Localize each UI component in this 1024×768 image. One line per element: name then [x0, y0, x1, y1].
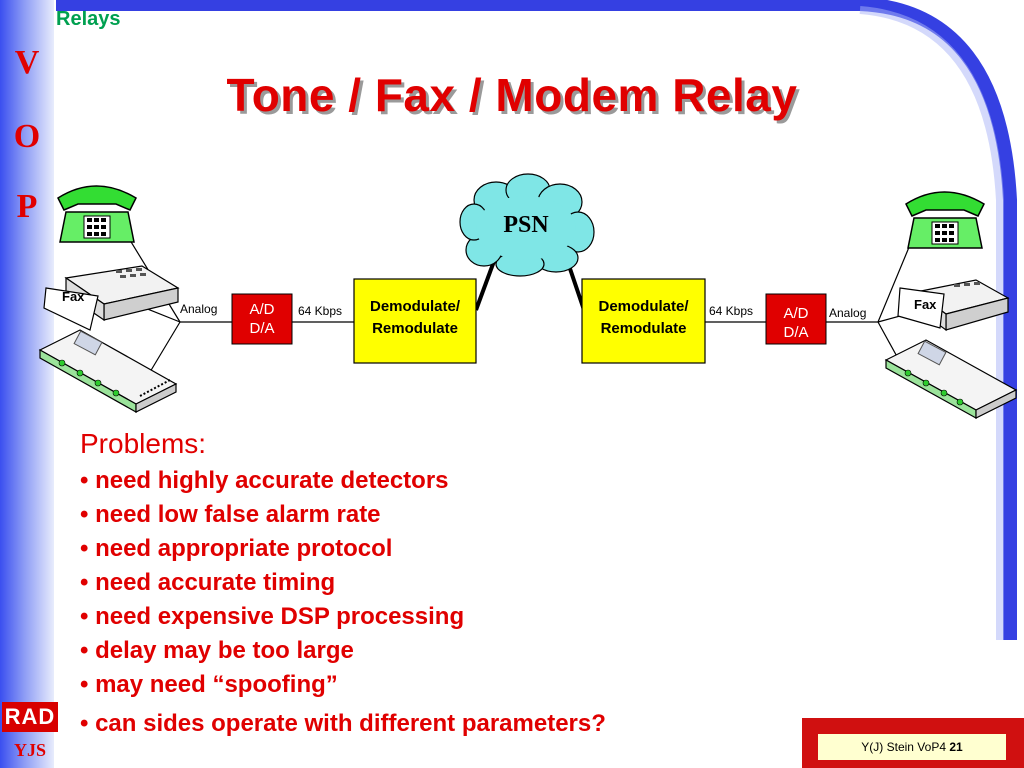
fax-label-left: Fax — [62, 289, 85, 304]
demod-box-left — [353, 278, 477, 364]
adc-box-right — [765, 293, 827, 345]
demod-line-1: Demodulate/ — [598, 298, 689, 315]
rate-label-right: 64 Kbps — [709, 304, 754, 318]
demod-label-right: Demodulate/ Remodulate — [582, 296, 705, 340]
adc-line-2: D/A — [249, 320, 275, 337]
problems-list: Problems: • need highly accurate detecto… — [80, 428, 464, 702]
section-label: Relays — [56, 8, 121, 30]
author-initials: YJS — [13, 740, 46, 760]
adc-line-1: A/D — [249, 301, 275, 318]
sidebar-letter-v: V — [14, 44, 40, 81]
list-item: • need expensive DSP processing — [80, 603, 465, 630]
list-item: • need appropriate protocol — [80, 535, 393, 562]
list-item: • need accurate timing — [80, 569, 336, 596]
list-item: • need low false alarm rate — [80, 501, 381, 528]
rate-label-left: 64 Kbps — [298, 304, 343, 318]
fax-machine-icon — [43, 265, 180, 331]
list-item: • delay may be too large — [80, 637, 354, 664]
sidebar-letter-o: O — [13, 118, 41, 155]
demod-line-1: Demodulate/ — [369, 298, 460, 315]
list-item: • need highly accurate detectors — [80, 467, 449, 494]
analog-label-right: Analog — [829, 306, 867, 320]
telephone-icon — [57, 185, 137, 243]
adc-label-right: A/D D/A — [766, 304, 826, 342]
modem-card-icon — [884, 339, 1018, 420]
psn-cloud-label: PSN — [503, 212, 549, 238]
list-item: • may need “spoofing” — [80, 671, 338, 698]
demod-line-2: Remodulate — [600, 320, 687, 337]
modem-card-icon — [38, 329, 178, 414]
demod-label-left: Demodulate/ Remodulate — [354, 296, 476, 340]
problems-heading: Problems: — [80, 428, 207, 459]
demod-line-2: Remodulate — [372, 320, 458, 337]
adc-line-2: D/A — [783, 324, 809, 341]
telephone-icon — [905, 191, 985, 249]
analog-label-left: Analog — [180, 302, 218, 316]
decorative-arc — [56, 0, 1017, 640]
adc-box-left — [231, 293, 293, 345]
rad-logo: RAD — [2, 702, 58, 732]
page-title: Tone / Fax / Modem Relay — [226, 69, 798, 121]
adc-line-1: A/D — [783, 305, 809, 322]
sidebar-letter-p: P — [16, 188, 38, 225]
list-item: • can sides operate with different param… — [80, 710, 606, 737]
footer-credit: Y(J) Stein VoP4 21 — [818, 734, 1006, 760]
adc-label-left: A/D D/A — [232, 300, 292, 338]
fax-label-right: Fax — [914, 297, 937, 312]
decorative-arc-shade — [859, 6, 1004, 640]
left-accent-bar — [0, 0, 54, 768]
footer-text: Y(J) Stein VoP4 — [861, 740, 946, 754]
demod-box-right — [581, 278, 706, 364]
fax-machine-icon — [897, 279, 1010, 332]
page-number: 21 — [949, 740, 963, 754]
